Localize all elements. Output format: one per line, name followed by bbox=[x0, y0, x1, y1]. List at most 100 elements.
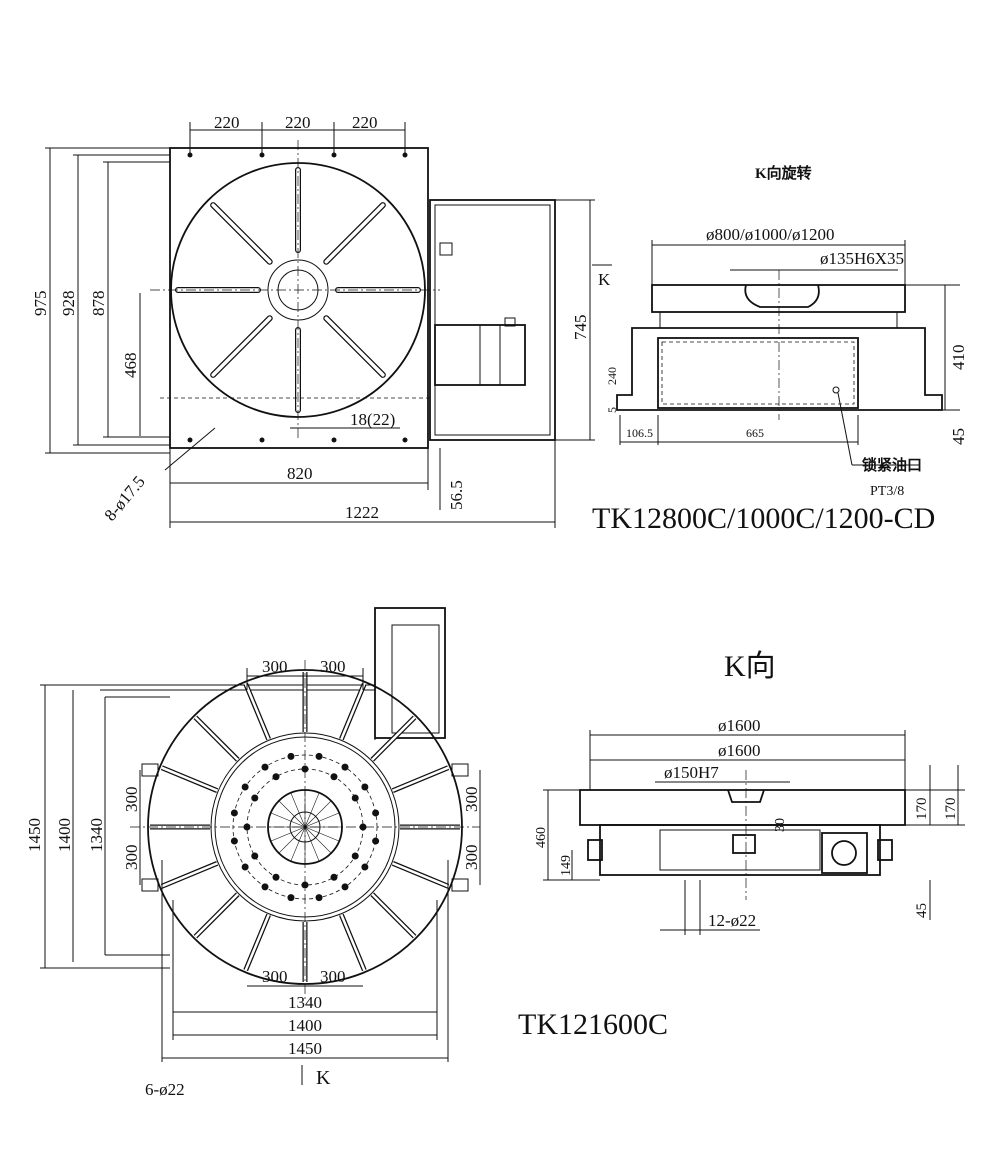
bolt-hole bbox=[261, 763, 269, 771]
center-ray bbox=[304, 812, 340, 828]
dim-300-bottom-a: 300 bbox=[262, 967, 288, 986]
center-ray bbox=[290, 792, 306, 828]
t-slot-inner bbox=[211, 203, 272, 264]
bolt-hole bbox=[341, 763, 349, 771]
bore-section bbox=[744, 284, 820, 308]
dim-468: 468 bbox=[121, 353, 140, 379]
dim-300-right-b: 300 bbox=[462, 845, 481, 871]
t-slot-inner bbox=[371, 893, 416, 938]
mounting-hole bbox=[187, 437, 193, 443]
dim-bore: ø135H6X35 bbox=[820, 249, 904, 268]
tk12800c-side-view: K向旋转 K ø800/ø1000/ø1200 ø135H6X35 410 45… bbox=[592, 164, 968, 535]
t-slot-inner bbox=[211, 316, 272, 377]
bolt-hole bbox=[261, 883, 269, 891]
dim-1450-h: 1450 bbox=[288, 1039, 322, 1058]
dim-5: 5 bbox=[605, 407, 619, 413]
tk121600c-side-view: K向 ø1600 ø1600 ø150H7 460 149 30 170 170… bbox=[518, 650, 965, 1041]
dim-300-top-a: 300 bbox=[262, 657, 288, 676]
dim-170-b: 170 bbox=[943, 798, 959, 821]
bolt-hole bbox=[351, 852, 359, 860]
center-ray bbox=[304, 792, 320, 828]
bolt-hole bbox=[330, 773, 338, 781]
clamp bbox=[451, 763, 469, 777]
t-slot-inner bbox=[371, 716, 416, 761]
port-label: 锁紧油口 bbox=[862, 456, 922, 474]
t-slot-inner bbox=[324, 203, 385, 264]
bolt-hole bbox=[241, 863, 249, 871]
dimension-lines bbox=[45, 122, 595, 528]
dim-1222: 1222 bbox=[345, 503, 379, 522]
dim-1400-h: 1400 bbox=[288, 1016, 322, 1035]
table-top-2 bbox=[579, 789, 906, 826]
tk12800c-plan-view: 220 220 220 975 928 878 468 745 18(22) 8… bbox=[31, 113, 595, 528]
bolt-hole bbox=[351, 794, 359, 802]
mounting-hole bbox=[331, 437, 337, 443]
center-ray bbox=[304, 826, 320, 862]
t-slot-inner bbox=[161, 766, 218, 792]
dim-56-5: 56.5 bbox=[447, 480, 466, 510]
dim-106-5: 106.5 bbox=[626, 426, 653, 440]
bolt-hole bbox=[287, 752, 295, 760]
bolt-hole bbox=[230, 837, 238, 845]
bolt-hole bbox=[287, 894, 295, 902]
bolt-hole bbox=[315, 752, 323, 760]
t-slot-inner bbox=[244, 683, 270, 740]
dim-240: 240 bbox=[605, 367, 619, 385]
center-ray bbox=[304, 826, 332, 854]
bolt-hole bbox=[251, 852, 259, 860]
dim-1340-v: 1340 bbox=[87, 818, 106, 852]
dim-slot: 18(22) bbox=[350, 410, 395, 429]
center-ray bbox=[278, 826, 306, 854]
tk121600c-plan-view: 300 300 300 300 1450 1400 1340 300 300 3… bbox=[25, 607, 481, 1099]
dim-460: 460 bbox=[534, 827, 549, 848]
dim-300-top-b: 300 bbox=[320, 657, 346, 676]
base-plate bbox=[169, 147, 429, 449]
t-slot-inner bbox=[392, 862, 449, 888]
dim-300-left-a: 300 bbox=[122, 787, 141, 813]
clamp bbox=[451, 878, 469, 892]
t-slot-inner bbox=[244, 914, 270, 971]
center-ray bbox=[304, 800, 332, 828]
bolt-hole bbox=[272, 873, 280, 881]
center-ray bbox=[290, 826, 306, 862]
motor-housing bbox=[429, 199, 556, 441]
holes-note: 8-ø17.5 bbox=[101, 472, 149, 524]
bolt-hole bbox=[230, 809, 238, 817]
dim-1450-v: 1450 bbox=[25, 818, 44, 852]
dim-1400-v: 1400 bbox=[55, 818, 74, 852]
table-top bbox=[651, 284, 906, 313]
dim-878: 878 bbox=[89, 291, 108, 317]
bolt-hole bbox=[372, 837, 380, 845]
port-thread: PT3/8 bbox=[870, 484, 904, 499]
mounting-hole bbox=[402, 437, 408, 443]
bolt-hole bbox=[241, 783, 249, 791]
base-body-2 bbox=[599, 824, 881, 876]
center-ray bbox=[270, 812, 306, 828]
bolt-hole bbox=[361, 783, 369, 791]
dim-45-2: 45 bbox=[914, 903, 930, 918]
side-view-title-2: K向 bbox=[724, 650, 776, 683]
bolt-hole bbox=[272, 773, 280, 781]
center-ray bbox=[304, 826, 340, 842]
t-slot-inner bbox=[324, 316, 385, 377]
t-slot-inner bbox=[161, 862, 218, 888]
dimension-lines-2 bbox=[40, 668, 481, 1085]
dim-1600-a: ø1600 bbox=[718, 716, 761, 735]
bolt-hole bbox=[361, 863, 369, 871]
t-slot-inner bbox=[194, 716, 239, 761]
bolt-hole bbox=[330, 873, 338, 881]
dim-149: 149 bbox=[559, 855, 574, 876]
motor-flange bbox=[821, 832, 868, 874]
dim-220-c: 220 bbox=[352, 113, 378, 132]
dim-170-a: 170 bbox=[914, 798, 930, 821]
base-body bbox=[616, 327, 943, 411]
dim-975: 975 bbox=[31, 291, 50, 317]
side-view-title: K向旋转 bbox=[755, 164, 812, 182]
dim-220-b: 220 bbox=[285, 113, 311, 132]
motor-housing-2 bbox=[374, 607, 446, 739]
dim-bore-2: ø150H7 bbox=[664, 763, 719, 782]
dim-745: 745 bbox=[571, 315, 590, 341]
dim-diameter: ø800/ø1000/ø1200 bbox=[706, 225, 834, 244]
t-slot-inner bbox=[194, 893, 239, 938]
